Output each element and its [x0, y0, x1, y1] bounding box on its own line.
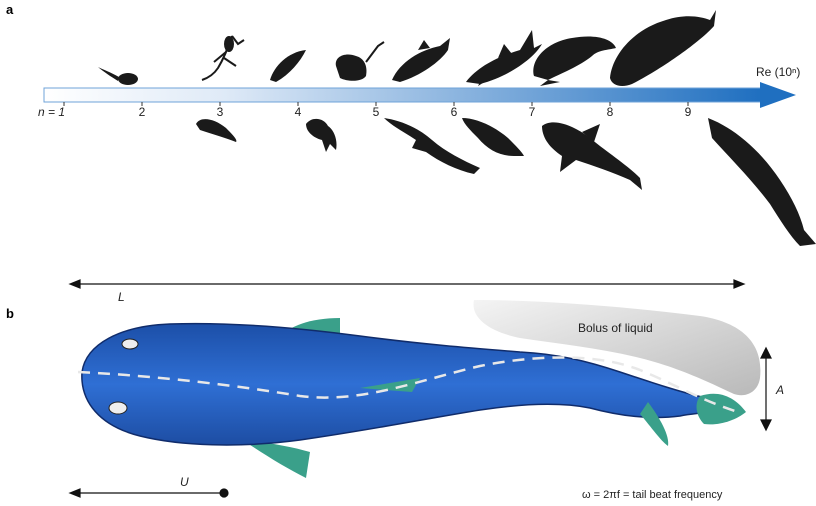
- organisms-top-row: [98, 10, 716, 86]
- sperm-whale-icon: [610, 10, 716, 86]
- velocity-label: U: [180, 475, 189, 489]
- n-axis-label: n = 1: [38, 105, 65, 119]
- copepod-icon: [202, 36, 244, 80]
- frequency-label: ω = 2πf = tail beat frequency: [582, 489, 723, 501]
- tick-label: 6: [451, 105, 458, 119]
- length-dimension: [70, 280, 744, 288]
- organisms-bottom-row: [196, 118, 816, 246]
- tick-label: 8: [607, 105, 614, 119]
- tick-label: 2: [139, 105, 146, 119]
- reynolds-label: Re (10ⁿ): [756, 65, 800, 79]
- bolus-label: Bolus of liquid: [578, 321, 653, 335]
- tick-label: 7: [529, 105, 536, 119]
- shark-icon: [466, 30, 542, 86]
- manatee-icon: [533, 36, 616, 86]
- length-label: L: [118, 290, 125, 304]
- tick-label: 5: [373, 105, 380, 119]
- fish-eye-top: [122, 339, 138, 349]
- orca-icon: [542, 122, 642, 190]
- fish-eye-bottom: [109, 402, 127, 414]
- penguin-icon: [462, 118, 524, 156]
- reynolds-arrow-shaft: [44, 88, 762, 102]
- larval-fish-icon: [196, 119, 236, 142]
- axis-ticks: 2 3 4 5 6 7 8 9: [139, 102, 692, 119]
- goldfish-icon: [306, 119, 337, 152]
- fish-icon: [392, 38, 450, 82]
- tadpole-icon: [98, 67, 138, 85]
- tick-label: 3: [217, 105, 224, 119]
- larva-icon: [270, 50, 306, 82]
- blue-whale-icon: [708, 118, 816, 246]
- tail-fin-upper: [697, 394, 746, 425]
- amplitude-dimension: [761, 348, 771, 430]
- tick-label: 4: [295, 105, 302, 119]
- amplitude-label: A: [775, 383, 784, 397]
- ray-icon: [336, 42, 384, 81]
- tick-label: 9: [685, 105, 692, 119]
- reynolds-arrowhead: [760, 82, 796, 108]
- crocodile-icon: [384, 118, 480, 174]
- velocity-arrow: [70, 489, 228, 497]
